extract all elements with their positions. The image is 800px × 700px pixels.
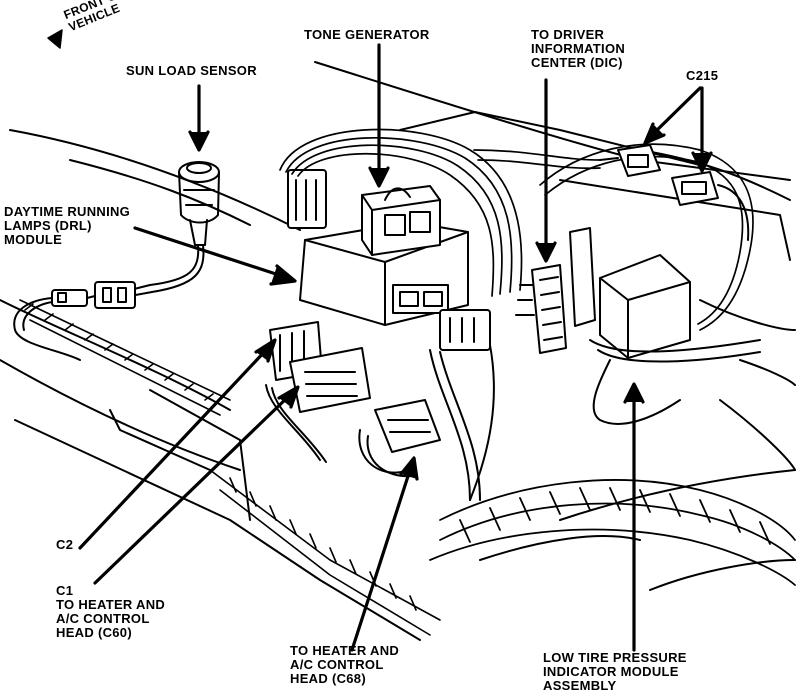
low-tire-pressure-module (569, 227, 761, 425)
label-line: A/C CONTROL (290, 657, 384, 672)
low-tire-pressure-label: LOW TIRE PRESSURE INDICATOR MODULE ASSEM… (543, 651, 687, 693)
dic-connector (515, 264, 567, 354)
label-line: HEAD (C60) (56, 625, 132, 640)
harness-top (279, 128, 754, 331)
label-line: INDICATOR MODULE (543, 664, 679, 679)
label-line: TONE GENERATOR (304, 27, 430, 42)
driver-info-center-label: TO DRIVER INFORMATION CENTER (DIC) (531, 28, 625, 70)
middle-connectors (429, 309, 495, 501)
label-line: C2 (56, 537, 74, 552)
left-connector (13, 281, 136, 361)
label-line: INFORMATION (531, 41, 626, 56)
label-line: TO HEATER AND (290, 643, 400, 658)
sun-load-sensor-label: SUN LOAD SENSOR (126, 64, 257, 78)
c215-connector-a (599, 144, 661, 177)
harness-lower (429, 479, 796, 586)
label-line: LOW TIRE PRESSURE (543, 650, 687, 665)
label-line: TO HEATER AND (56, 597, 166, 612)
c215-connector-b (671, 171, 750, 241)
label-line: A/C CONTROL (56, 611, 150, 626)
c1-label: C1 TO HEATER AND A/C CONTROL HEAD (C60) (56, 584, 165, 640)
label-line: SUN LOAD SENSOR (126, 63, 257, 78)
label-line: MODULE (4, 232, 63, 247)
label-line: DAYTIME RUNNING (4, 204, 131, 219)
c2-label: C2 (56, 538, 73, 552)
label-line: CENTER (DIC) (531, 55, 623, 70)
heater-c68-label: TO HEATER AND A/C CONTROL HEAD (C68) (290, 644, 399, 686)
dashboard-outline (0, 61, 796, 641)
upper-connector (287, 169, 327, 229)
c215-label: C215 (686, 69, 718, 83)
drl-module-label: DAYTIME RUNNING LAMPS (DRL) MODULE (4, 205, 130, 247)
ribbed-trim (19, 299, 441, 636)
label-line: LAMPS (DRL) (4, 218, 92, 233)
label-line: C215 (686, 68, 719, 83)
tone-generator-label: TONE GENERATOR (304, 28, 430, 42)
leader-arrows (47, 29, 713, 652)
label-line: TO DRIVER (531, 27, 605, 42)
label-line: C1 (56, 583, 74, 598)
label-line: HEAD (C68) (290, 671, 366, 686)
tone-generator (361, 185, 441, 256)
sun-load-sensor (129, 161, 220, 297)
c68-connector (358, 399, 441, 478)
label-line: ASSEMBLY (543, 678, 617, 693)
